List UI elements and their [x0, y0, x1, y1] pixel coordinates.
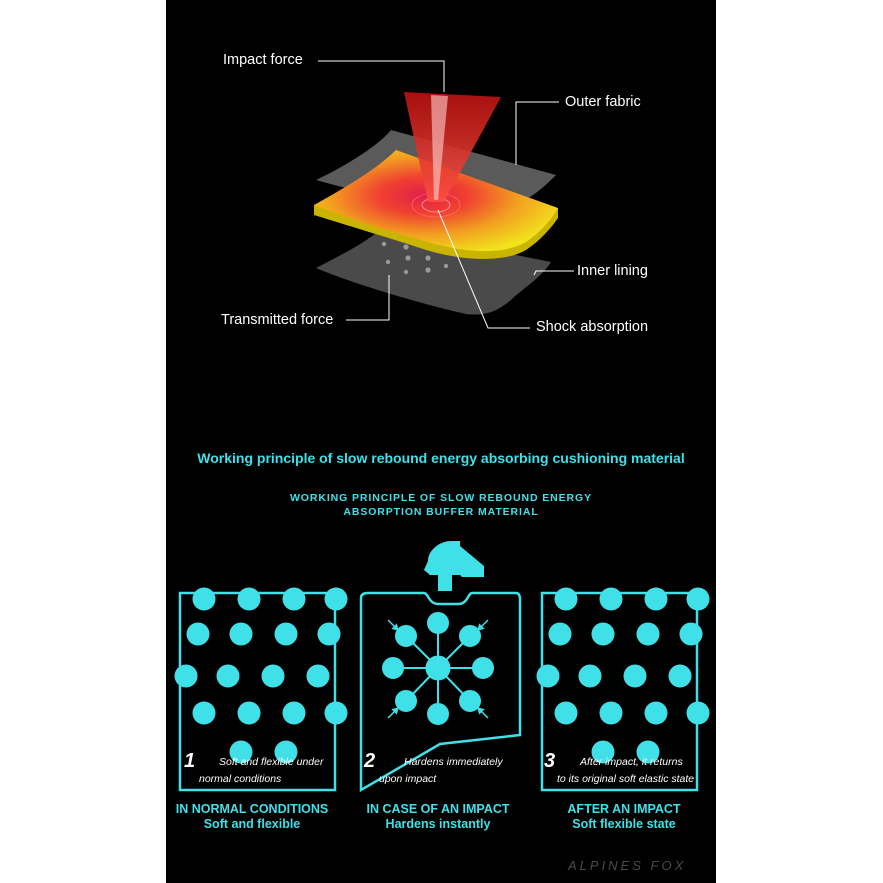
panel-2-frame — [359, 591, 522, 793]
pattern-dot — [274, 740, 298, 764]
pattern-dot — [686, 587, 710, 611]
panel-1-dots — [174, 587, 348, 764]
pattern-dot — [427, 703, 449, 725]
step-1-caption-line-1: IN NORMAL CONDITIONS — [175, 802, 329, 816]
pattern-dot — [186, 622, 210, 646]
panel-2-dots — [382, 612, 494, 725]
brand-logo: ALPINES FOX — [568, 858, 687, 873]
pattern-dot — [636, 740, 660, 764]
pattern-dot — [599, 701, 623, 725]
pattern-dot — [306, 664, 330, 688]
pattern-dot — [472, 657, 494, 679]
leader-lines — [318, 60, 574, 329]
page-subheading: WORKING PRINCIPLE OF SLOW REBOUND ENERGY… — [166, 491, 716, 519]
pattern-dot — [459, 690, 481, 712]
pattern-dot — [623, 664, 647, 688]
panel-3-frame — [540, 591, 699, 792]
center-dot — [425, 655, 451, 681]
pattern-dot — [459, 625, 481, 647]
arrow-head — [477, 623, 485, 631]
impact-beam — [404, 92, 501, 202]
label-outer-fabric: Outer fabric — [565, 94, 641, 110]
pattern-dot — [644, 701, 668, 725]
page-heading: Working principle of slow rebound energy… — [197, 450, 685, 466]
state-panels — [174, 587, 710, 793]
step-3-caption-line-2: Soft flexible state — [572, 817, 676, 831]
pattern-dot — [536, 664, 560, 688]
label-impact-force: Impact force — [223, 52, 303, 68]
pattern-dot — [382, 657, 404, 679]
pattern-dot — [686, 701, 710, 725]
pattern-dot — [554, 701, 578, 725]
step-2-caption-line-1: IN CASE OF AN IMPACT — [366, 802, 510, 816]
step-2-caption: IN CASE OF AN IMPACT Hardens instantly — [348, 802, 528, 832]
pattern-dot — [229, 740, 253, 764]
pattern-dot — [644, 587, 668, 611]
step-1-caption: IN NORMAL CONDITIONS Soft and flexible — [166, 802, 342, 832]
pattern-dot — [554, 587, 578, 611]
pattern-dot — [229, 622, 253, 646]
pattern-dot — [578, 664, 602, 688]
step-3-desc: After impact, it returns to its original… — [557, 754, 694, 788]
step-1-desc: Soft and flexible under normal condition… — [199, 754, 324, 788]
pattern-dot — [395, 625, 417, 647]
pattern-dot — [324, 587, 348, 611]
step-1-caption-line-2: Soft and flexible — [203, 817, 301, 831]
step-2-caption-line-2: Hardens instantly — [385, 817, 491, 831]
arrow-head — [391, 707, 399, 715]
step-3-number: 3 — [544, 750, 556, 772]
step-2-number: 2 — [364, 750, 376, 772]
step-1-desc-line-1: Soft and flexible under — [219, 756, 324, 768]
layer-diagram — [174, 60, 710, 793]
step-2-desc-line-1: Hardens immediately — [404, 756, 503, 768]
pattern-dot — [174, 664, 198, 688]
pattern-dot — [679, 622, 703, 646]
pattern-dot — [324, 701, 348, 725]
step-3-caption-line-1: AFTER AN IMPACT — [567, 802, 681, 816]
arrow-head — [391, 623, 399, 631]
step-2-desc: Hardens immediately upon impact — [379, 754, 503, 788]
step-3-desc-line-2: to its original soft elastic state — [557, 773, 695, 785]
pattern-dot — [237, 587, 261, 611]
diagram-panel: Impact force Outer fabric Inner lining T… — [166, 0, 716, 883]
pattern-dot — [216, 664, 240, 688]
step-3-desc-line-1: After impact, it returns — [580, 756, 683, 768]
panel-1-frame — [178, 591, 337, 792]
subheading-line-2: ABSORPTION BUFFER MATERIAL — [343, 506, 539, 518]
inner-lining-sheet — [316, 228, 551, 315]
pattern-dot — [591, 622, 615, 646]
pattern-dot — [282, 701, 306, 725]
pattern-dot — [261, 664, 285, 688]
pattern-dot — [668, 664, 692, 688]
pattern-dot — [599, 587, 623, 611]
hammer-icon — [424, 541, 484, 591]
pattern-dot — [274, 622, 298, 646]
step-2-desc-line-2: upon impact — [379, 773, 437, 785]
label-inner-lining: Inner lining — [577, 263, 648, 279]
label-shock-absorption: Shock absorption — [536, 319, 649, 335]
panel-3-dots — [536, 587, 710, 764]
subheading-line-1: WORKING PRINCIPLE OF SLOW REBOUND ENERGY — [289, 492, 592, 504]
label-transmitted-force: Transmitted force — [221, 312, 334, 328]
arrow-head — [477, 707, 485, 715]
pattern-dot — [548, 622, 572, 646]
pattern-dot — [282, 587, 306, 611]
pattern-dot — [237, 701, 261, 725]
pattern-dot — [192, 587, 216, 611]
step-3-caption: AFTER AN IMPACT Soft flexible state — [534, 802, 714, 832]
pattern-dot — [192, 701, 216, 725]
pattern-dot — [317, 622, 341, 646]
pattern-dot — [591, 740, 615, 764]
pattern-dot — [636, 622, 660, 646]
step-1-desc-line-2: normal conditions — [199, 773, 282, 785]
transmitted-force-dots — [381, 241, 449, 275]
pattern-dot — [395, 690, 417, 712]
step-1-number: 1 — [184, 750, 196, 772]
pattern-dot — [427, 612, 449, 634]
